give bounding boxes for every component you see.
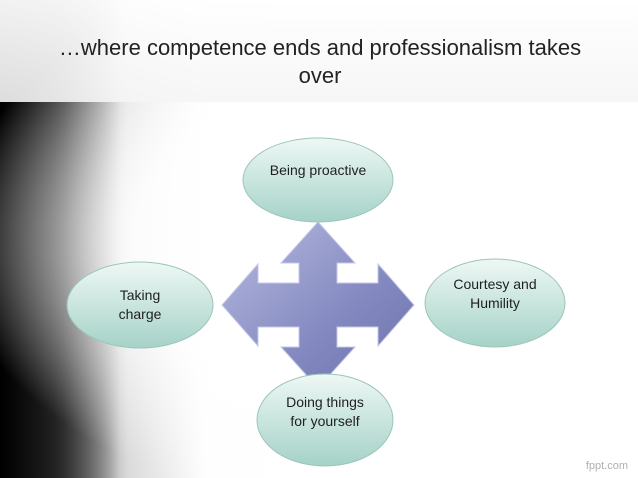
node-top-label: Being proactive (269, 162, 367, 178)
node-left-ellipse (66, 261, 214, 349)
node-bottom-ellipse (256, 373, 394, 467)
node-top-ellipse (242, 137, 394, 223)
slide-title: …where competence ends and professionali… (58, 35, 582, 88)
node-right-ellipse (424, 258, 566, 348)
footer-brand: fppt.com (585, 460, 628, 472)
node-bottom-label: Doing things for yourself (286, 394, 364, 429)
node-left-label: Taking charge (118, 287, 162, 322)
title-band (0, 0, 638, 102)
four-way-arrow-icon (221, 221, 415, 389)
node-right-label: Courtesy and Humility (453, 276, 537, 311)
